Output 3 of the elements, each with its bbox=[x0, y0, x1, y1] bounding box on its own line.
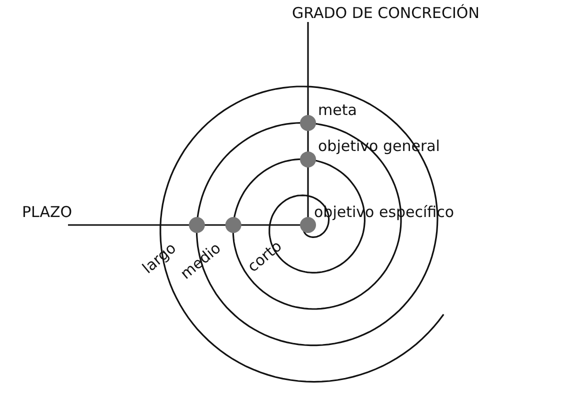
axis-label: GRADO DE CONCRECIÓN bbox=[292, 4, 480, 22]
point-label: meta bbox=[318, 101, 357, 119]
axis-label: PLAZO bbox=[22, 203, 72, 221]
